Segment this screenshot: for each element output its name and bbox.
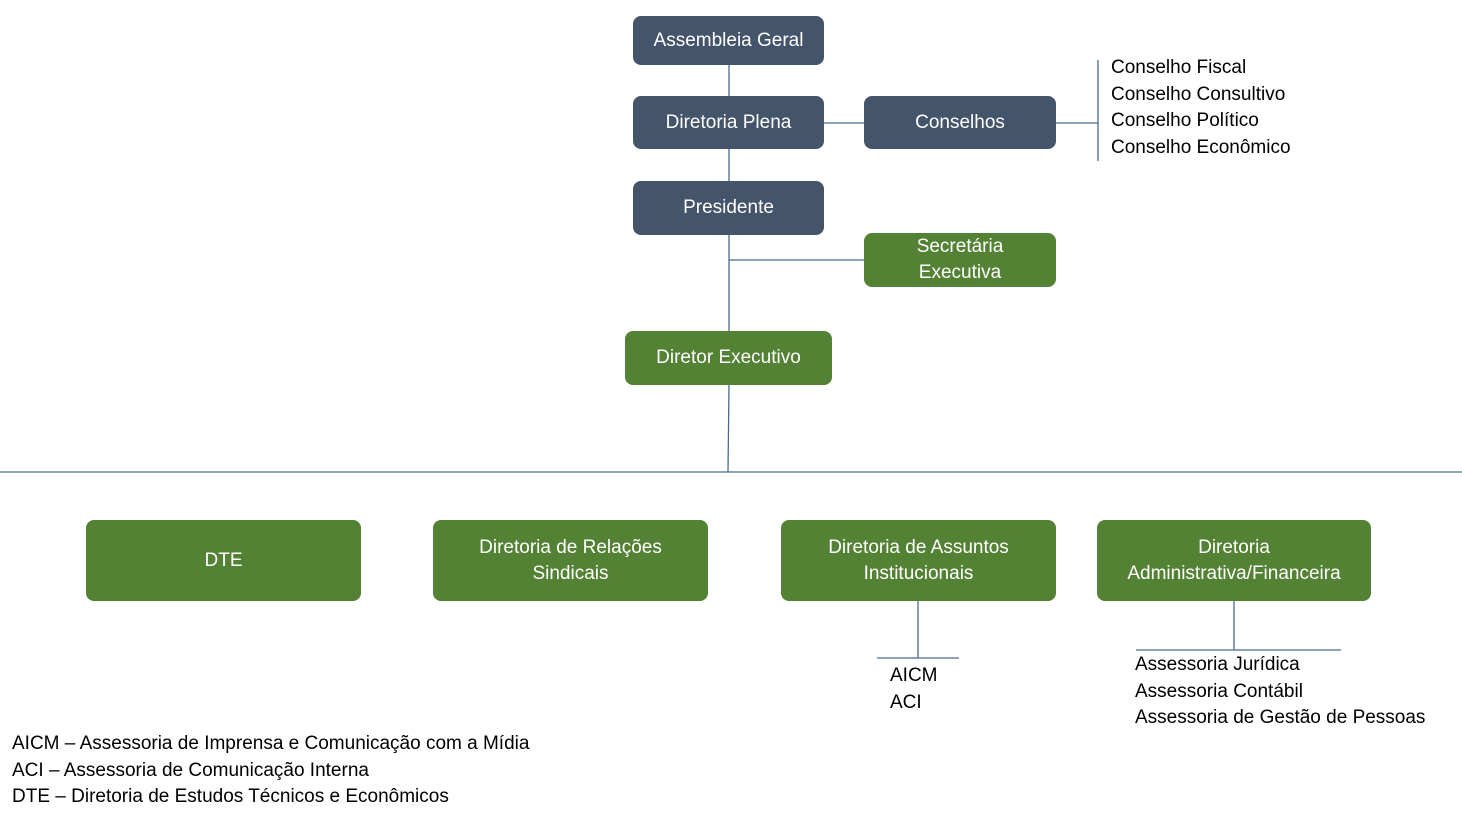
legend-item: ACI – Assessoria de Comunicação Interna bbox=[12, 759, 369, 781]
legend: AICM – Assessoria de Imprensa e Comunica… bbox=[12, 731, 529, 811]
node-dte: DTE bbox=[86, 520, 361, 601]
administrativa-list-item: Assessoria de Gestão de Pessoas bbox=[1135, 707, 1426, 729]
node-diretoria-assuntos-institucionais: Diretoria de Assuntos Institucionais bbox=[781, 520, 1056, 601]
conselhos-list: Conselho Fiscal Conselho Consultivo Cons… bbox=[1111, 55, 1291, 162]
administrativa-list-item: Assessoria Contábil bbox=[1135, 680, 1303, 702]
legend-item: AICM – Assessoria de Imprensa e Comunica… bbox=[12, 733, 530, 754]
node-presidente: Presidente bbox=[633, 181, 824, 235]
node-diretor-executivo: Diretor Executivo bbox=[625, 331, 832, 385]
institucionais-list-item: ACI bbox=[890, 691, 922, 713]
node-diretoria-administrativa-financeira: Diretoria Administrativa/Financeira bbox=[1097, 520, 1371, 601]
administrativa-list-item: Assessoria Jurídica bbox=[1135, 654, 1300, 675]
conselhos-list-item: Conselho Político bbox=[1111, 110, 1259, 132]
node-assembleia-geral: Assembleia Geral bbox=[633, 16, 824, 65]
node-diretoria-relacoes-sindicais: Diretoria de Relações Sindicais bbox=[433, 520, 708, 601]
institucionais-list-item: AICM bbox=[890, 665, 938, 686]
conselhos-list-item: Conselho Econômico bbox=[1111, 137, 1291, 159]
administrativa-list: Assessoria Jurídica Assessoria Contábil … bbox=[1135, 652, 1425, 732]
conselhos-list-item: Conselho Fiscal bbox=[1111, 57, 1247, 78]
connector-diretor-bus bbox=[727, 383, 730, 473]
institucionais-list: AICM ACI bbox=[890, 663, 938, 716]
node-diretoria-plena: Diretoria Plena bbox=[633, 96, 824, 149]
conselhos-list-item: Conselho Consultivo bbox=[1111, 83, 1286, 105]
legend-item: DTE – Diretoria de Estudos Técnicos e Ec… bbox=[12, 786, 449, 808]
node-secretaria-executiva: Secretária Executiva bbox=[864, 233, 1056, 287]
node-conselhos: Conselhos bbox=[864, 96, 1056, 149]
